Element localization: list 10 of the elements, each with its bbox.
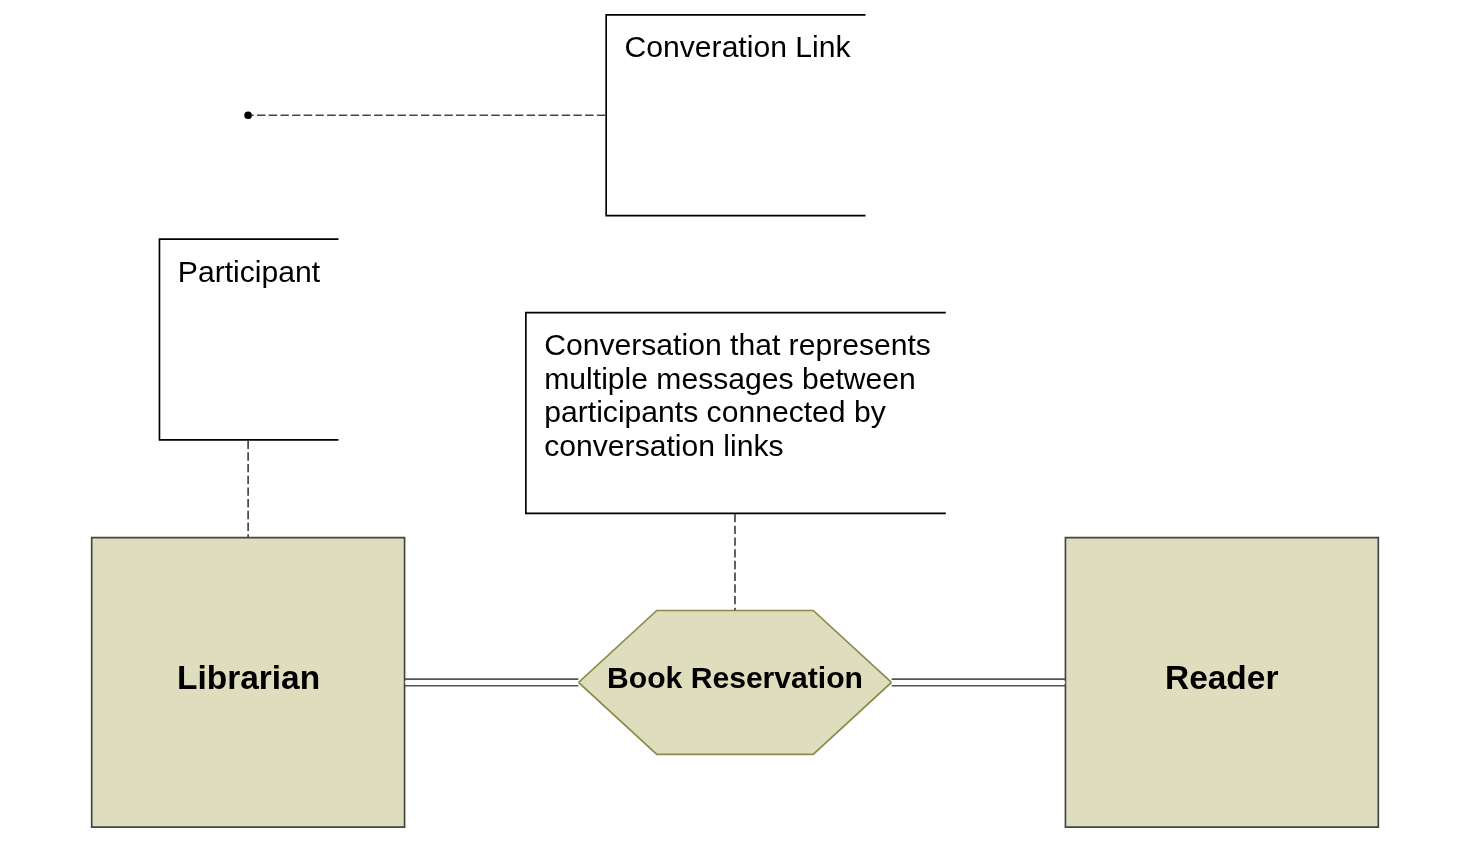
node-box: Librarian — [90, 536, 406, 828]
node-text: Conversation that represents multiple messages between participants connected by conversation links — [544, 328, 931, 462]
connector — [890, 678, 1067, 687]
node-text: Converation Link — [624, 30, 851, 64]
node-box: Reader — [1064, 536, 1380, 828]
node-text: Participant — [177, 254, 321, 288]
connector — [403, 678, 580, 687]
connector — [734, 513, 736, 612]
connector — [247, 439, 249, 538]
connector — [250, 114, 606, 117]
